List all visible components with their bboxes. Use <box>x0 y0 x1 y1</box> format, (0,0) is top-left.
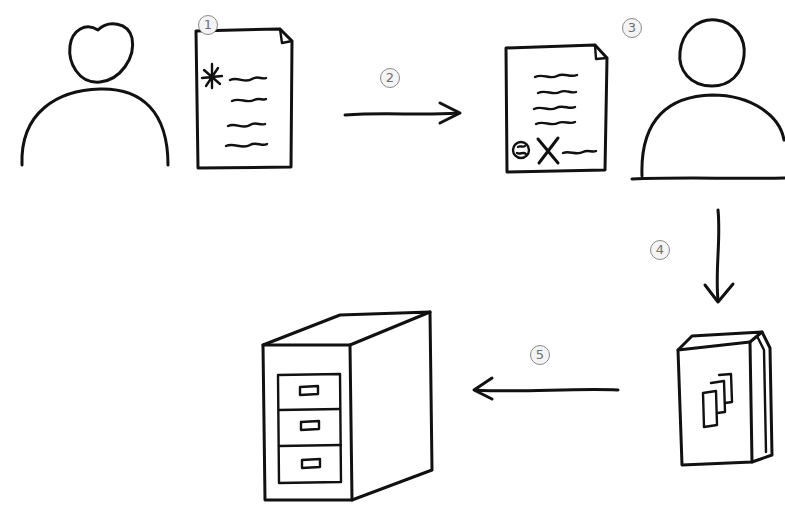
signed-document <box>506 45 607 172</box>
callout-number: 1 <box>198 15 218 35</box>
draft-document <box>196 29 292 168</box>
signer-person <box>632 20 785 179</box>
callout-number: 5 <box>530 345 550 365</box>
author-person <box>22 24 168 165</box>
callout-number: 3 <box>622 18 642 38</box>
file-arrow <box>705 210 733 302</box>
archive-arrow <box>474 378 618 399</box>
callout-number: 4 <box>650 240 670 260</box>
callout-number: 2 <box>380 68 400 88</box>
send-arrow <box>345 103 460 123</box>
filing-cabinet <box>263 312 432 500</box>
binder-folder <box>678 332 772 465</box>
